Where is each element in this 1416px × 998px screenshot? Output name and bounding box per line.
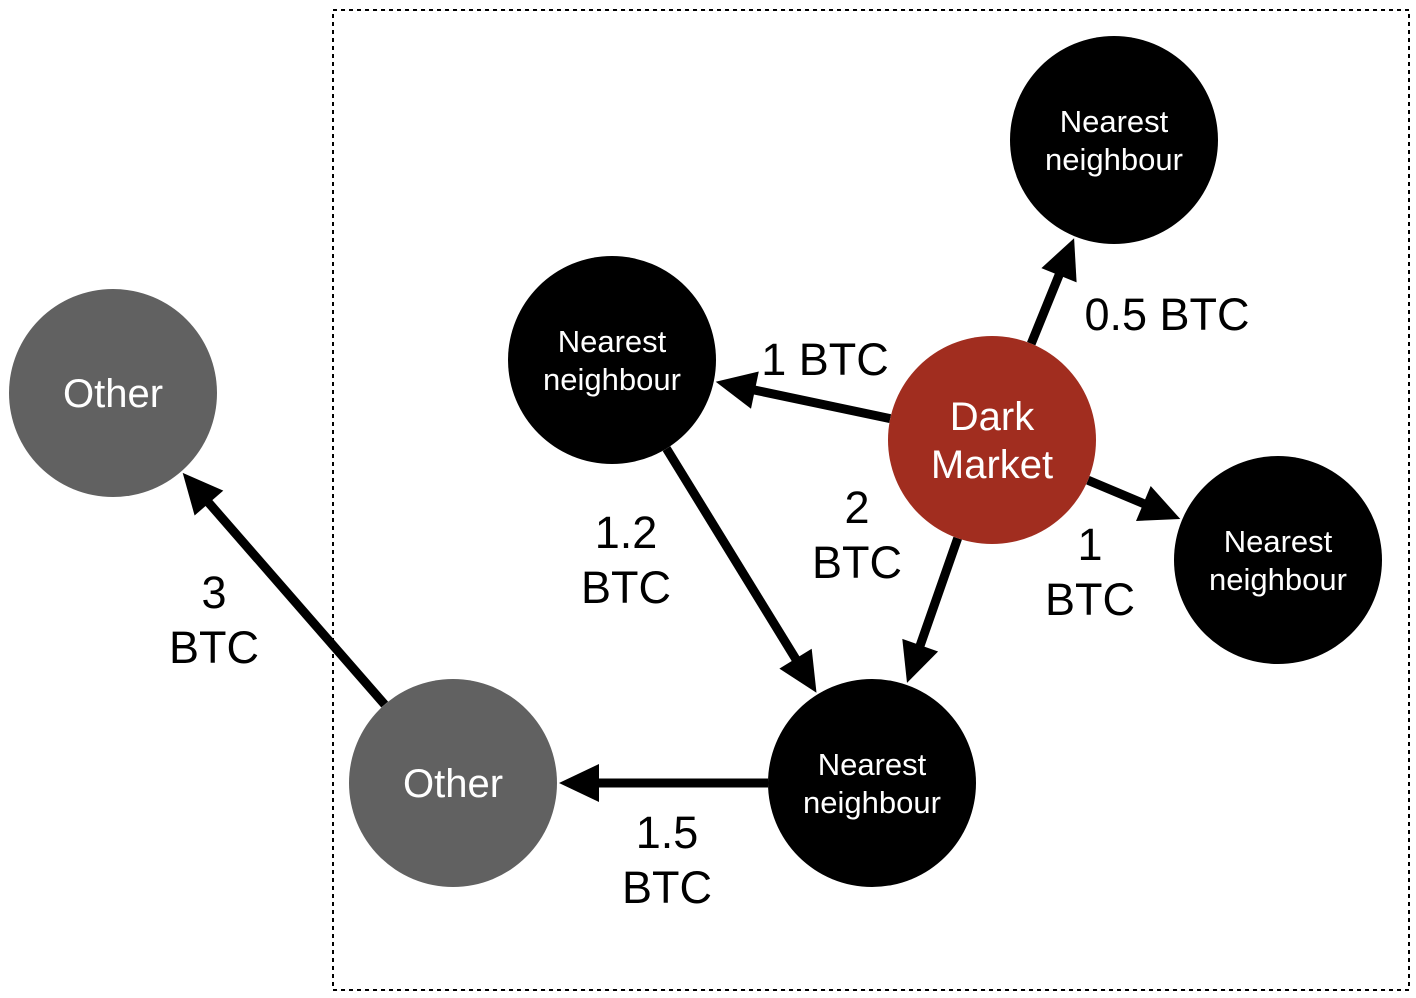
arrowhead xyxy=(1041,238,1077,283)
node-circle xyxy=(768,679,976,887)
node-other-left: Other xyxy=(9,289,217,497)
node-circle xyxy=(349,679,557,887)
edge-label-line: 1 xyxy=(1077,519,1102,570)
node-label-line: Nearest xyxy=(1060,104,1169,139)
arrowhead xyxy=(779,648,817,693)
edge-line xyxy=(1086,476,1149,510)
arrowhead xyxy=(902,638,939,683)
edge-label-line: BTC xyxy=(812,537,902,588)
edge-dark_market-to-nn_upper_left xyxy=(715,371,892,424)
node-label-line: neighbour xyxy=(1209,562,1347,597)
node-circle xyxy=(9,289,217,497)
arrowhead xyxy=(182,472,224,516)
edge-line xyxy=(662,446,802,665)
edge-label-line: 1.2 xyxy=(595,507,658,558)
nearest-neighbour-boundary xyxy=(332,9,1410,991)
node-circle xyxy=(1174,456,1382,664)
edge-dark_market-to-nn_bottom xyxy=(902,536,962,683)
edge-label-line: 1 BTC xyxy=(761,334,889,385)
edge-label-line: BTC xyxy=(581,562,671,613)
edge-dark_market-to-nn_right xyxy=(1086,476,1181,521)
node-other-bottom: Other xyxy=(349,679,557,887)
edge-label-line: 1.5 xyxy=(636,807,699,858)
edge-nn_upper_left-to-nn_bottom xyxy=(662,446,817,693)
edge-label-line: 0.5 BTC xyxy=(1084,289,1249,340)
node-label: Other xyxy=(63,372,163,416)
node-label-line: neighbour xyxy=(803,785,941,820)
node-label-line: neighbour xyxy=(1045,142,1183,177)
node-label-line: Other xyxy=(63,372,163,416)
edge-line xyxy=(202,497,389,708)
node-circle xyxy=(888,336,1096,544)
node-label-line: Nearest xyxy=(558,324,667,359)
arrowhead xyxy=(559,764,599,802)
edge-label-line: BTC xyxy=(622,862,712,913)
edge-other_bottom-to-other_left xyxy=(182,472,389,708)
edge-label-line: 2 xyxy=(844,482,869,533)
node-label-line: Dark xyxy=(950,395,1035,439)
node-circle xyxy=(1010,36,1218,244)
arrowhead xyxy=(715,371,759,409)
edge-label-line: BTC xyxy=(169,622,259,673)
node-label-line: neighbour xyxy=(543,362,681,397)
node-label: Other xyxy=(403,762,503,806)
node-circle xyxy=(508,256,716,464)
edge-label: 0.5 BTC xyxy=(1084,289,1249,340)
node-label-line: Other xyxy=(403,762,503,806)
edge-label-line: 3 xyxy=(201,567,226,618)
edge-nn_bottom-to-other_bottom xyxy=(559,764,768,802)
node-label-line: Nearest xyxy=(818,747,927,782)
arrowhead xyxy=(1136,486,1181,521)
edge-label: 1 BTC xyxy=(761,334,889,385)
edge-label-line: BTC xyxy=(1045,574,1135,625)
node-label-line: Market xyxy=(931,443,1053,487)
node-label-line: Nearest xyxy=(1224,524,1333,559)
edge-line xyxy=(1027,269,1065,346)
edge-dark_market-to-nn_top_right xyxy=(1027,238,1077,346)
edge-line xyxy=(750,384,892,424)
edge-line xyxy=(914,536,962,651)
edges-layer xyxy=(182,238,1181,802)
